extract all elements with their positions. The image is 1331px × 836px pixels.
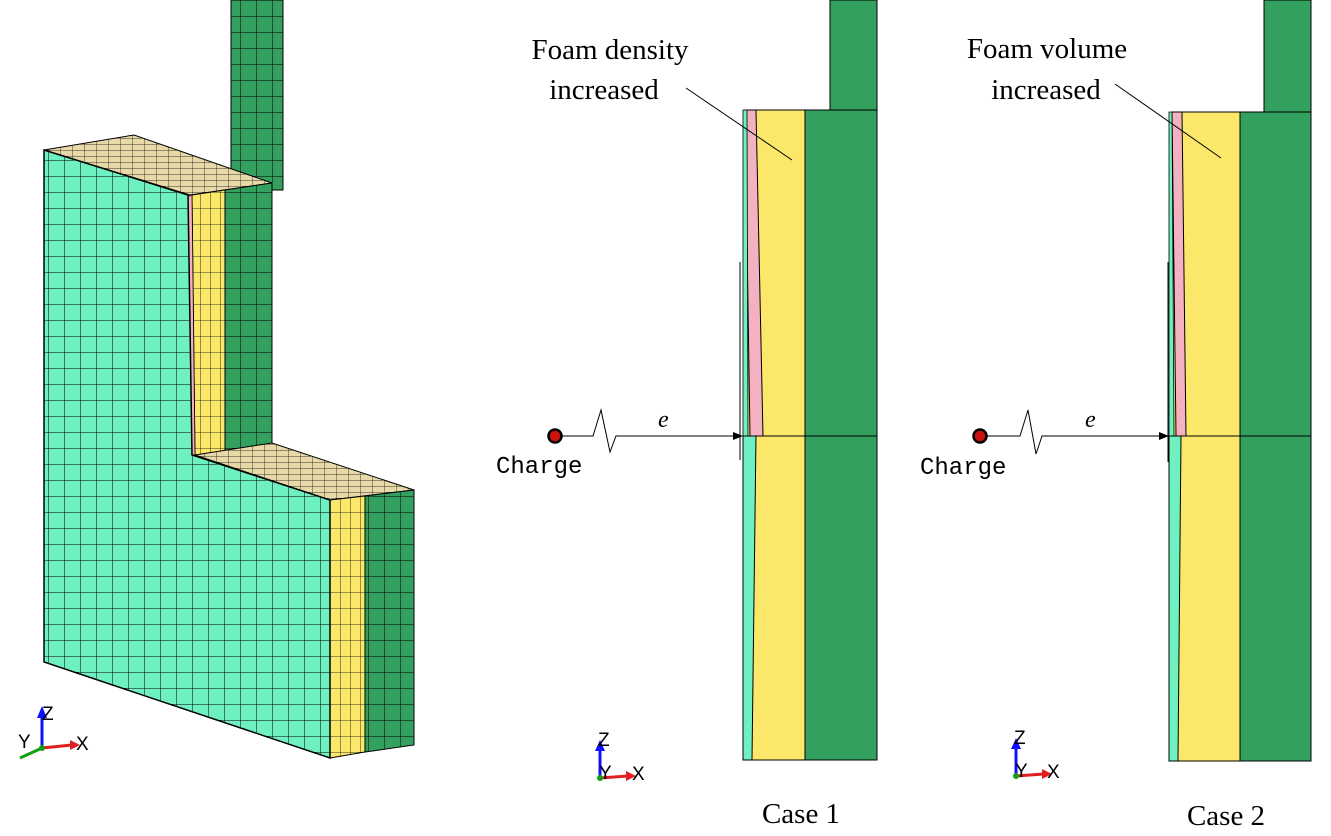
case2-caption: Case 2 [1187, 800, 1265, 832]
lower-green-side [364, 489, 415, 753]
lower-foam-side [329, 495, 366, 759]
upper-green-side [224, 182, 273, 456]
case2-steel-post [1263, 0, 1312, 113]
axis-y-label: Y [599, 763, 612, 784]
case1-leader-line [685, 87, 793, 161]
case2-annotation-line1: Foam volume [967, 33, 1127, 65]
case2-annotation-line2: increased [991, 74, 1101, 106]
mesh-model-3d [43, 0, 415, 760]
case1-face-upper [742, 109, 749, 437]
front-face-mesh [43, 148, 331, 760]
case1-caption: Case 1 [762, 798, 840, 830]
axis-z-label: Z [598, 730, 610, 751]
axis-triad-case2: Z Y X [1011, 728, 1060, 783]
case1-section: Foam density increased Charge e Case 1 [496, 0, 878, 830]
case1-annotation-line2: increased [549, 74, 659, 106]
axis-z-label: Z [1014, 728, 1026, 749]
axis-x-label: X [76, 734, 89, 755]
axis-x-label: X [632, 764, 645, 785]
case2-leader-line [1114, 83, 1222, 159]
axis-y-label: Y [18, 732, 31, 753]
case2-standoff-arrow [986, 409, 1169, 455]
case1-charge-label: Charge [496, 454, 582, 481]
case2-standoff-label: e [1085, 407, 1096, 433]
axis-y-label: Y [1015, 761, 1028, 782]
case1-steel-plate [804, 109, 878, 761]
upper-foam-side [191, 189, 226, 456]
axis-z-label: Z [42, 704, 54, 725]
case2-charge-label: Charge [920, 455, 1006, 482]
case1-steel-post [829, 0, 878, 111]
case1-standoff-arrow [561, 408, 743, 454]
axis-triad-left: Z Y X [18, 704, 89, 760]
case1-charge-marker [547, 428, 563, 444]
axis-triad-case1: Z Y X [595, 730, 645, 785]
case2-section: Foam volume increased Charge e Case 2 [920, 0, 1312, 832]
case2-charge-marker [972, 428, 988, 444]
steel-post-mesh [230, 0, 284, 191]
case1-standoff-label: e [658, 407, 669, 433]
case1-annotation-line1: Foam density [531, 34, 689, 66]
axis-x-label: X [1047, 762, 1060, 783]
